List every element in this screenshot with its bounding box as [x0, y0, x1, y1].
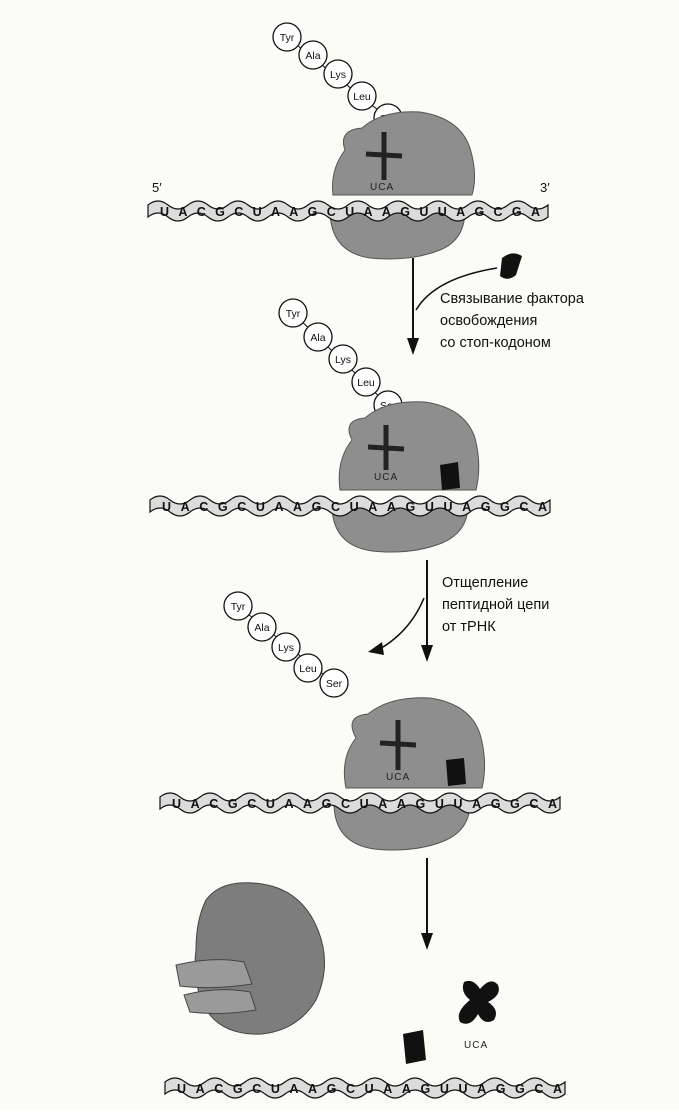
- amino-acid-label: Leu: [357, 377, 375, 389]
- step-1-caption-line: освобождения: [440, 313, 537, 329]
- amino-acid-label: Lys: [330, 69, 346, 81]
- anticodon-label: UCA: [464, 1040, 488, 1051]
- amino-acid-label: Ser: [326, 678, 343, 690]
- step-2-caption-line: пептидной цепи: [442, 597, 549, 613]
- amino-acid-label: Ala: [310, 332, 325, 344]
- step-2-caption-line: от тРНК: [442, 619, 496, 635]
- anticodon-label: UCA: [386, 772, 410, 783]
- amino-acid-label: Tyr: [280, 32, 295, 44]
- mrna-strand-4: UACGCUAAGCUAAGUUAGGCA: [165, 1078, 565, 1098]
- anticodon-label: UCA: [374, 472, 398, 483]
- mrna-sequence: UACGCUAAGCUAAGUUAGGCA: [172, 797, 557, 811]
- step-1-caption-line: Связывание фактора: [440, 291, 585, 307]
- amino-acid-label: Lys: [278, 642, 294, 654]
- dissociated-ribosome: [176, 883, 325, 1034]
- amino-acid-label: Leu: [353, 91, 371, 103]
- step-3-arrow: [421, 858, 433, 950]
- release-factor-icon: [500, 253, 522, 278]
- amino-acid-label: Ala: [254, 622, 269, 634]
- mrna-sequence: UACGCUAAGCUAAGUUAGGCA: [162, 500, 547, 514]
- step-2-arrow: Отщепление пептидной цепи от тРНК: [368, 560, 549, 662]
- amino-acid-label: Tyr: [231, 601, 246, 613]
- release-factor-icon: [446, 758, 466, 786]
- free-trna: UCA: [459, 981, 499, 1051]
- release-factor-icon: [440, 462, 460, 490]
- peptide-chain-2: Tyr Ala Lys Leu Ser: [279, 299, 402, 419]
- step-1-arrow: Связывание фактора освобождения со стоп-…: [407, 253, 585, 355]
- ribosome-1: [330, 112, 475, 259]
- released-peptide: Tyr Ala Lys Leu Ser: [224, 592, 348, 697]
- anticodon-label: UCA: [370, 182, 394, 193]
- release-factor-icon: [403, 1030, 426, 1064]
- amino-acid-label: Ala: [305, 50, 320, 62]
- mrna-strand-2: UACGCUAAGCUAAGUUAGGCA: [150, 496, 550, 516]
- five-prime-label: 5′: [152, 180, 162, 195]
- step-2-caption-line: Отщепление: [442, 575, 528, 591]
- amino-acid-label: Lys: [335, 354, 351, 366]
- stage-4: UCA UACGCUAAGCUAAGUUAGGCA: [165, 883, 565, 1098]
- three-prime-label: 3′: [540, 180, 550, 195]
- step-1-caption-line: со стоп-кодоном: [440, 335, 551, 351]
- amino-acid-label: Tyr: [286, 308, 301, 320]
- stage-3: UCA UACGCUAAGCUAAGUUAGGCA: [160, 698, 560, 850]
- mrna-sequence: UACGCUAAGCUAAGUUAGGCA: [177, 1082, 562, 1096]
- mrna-sequence: UACGCUAAGCUAAGUUAGCGA: [160, 205, 540, 219]
- stage-1: Tyr Ala Lys Leu Ser UCA UACGCUAAGCUAAGUU…: [148, 23, 550, 259]
- amino-acid-label: Leu: [299, 663, 317, 675]
- mrna-strand-3: UACGCUAAGCUAAGUUAGGCA: [160, 793, 560, 813]
